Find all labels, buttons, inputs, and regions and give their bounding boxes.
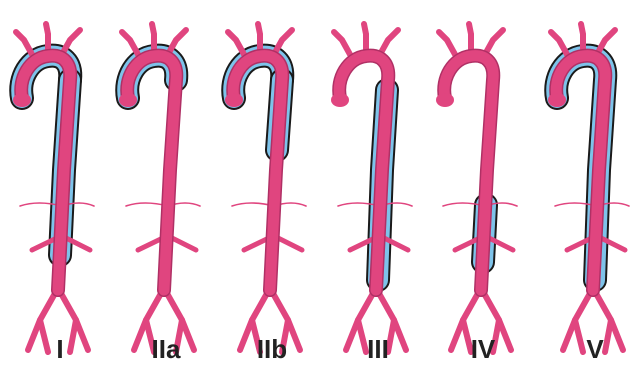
- aorta-panel-type-I: I: [13, 24, 94, 364]
- iliac-vessel: [70, 320, 76, 352]
- aortic-root: [331, 93, 349, 107]
- iliac-vessel: [605, 320, 611, 352]
- iliac-vessel: [575, 320, 583, 352]
- aortic-root: [13, 93, 31, 107]
- aortic-root: [436, 93, 454, 107]
- aortic-root: [119, 93, 137, 107]
- panel-label: III: [367, 334, 389, 364]
- panel-label: I: [56, 334, 63, 364]
- iliac-vessel: [358, 320, 366, 352]
- arch-branch-vessel: [439, 32, 457, 58]
- aorta-panel-type-IIb: IIb: [225, 24, 306, 364]
- iliac-vessel: [388, 320, 394, 352]
- panel-label: IIb: [257, 334, 287, 364]
- aortic-root: [225, 93, 243, 107]
- aorta-panel-type-IV: IV: [436, 24, 517, 364]
- aorta-panel-type-III: III: [331, 24, 412, 364]
- iliac-vessel: [40, 320, 48, 352]
- panel-label: IV: [471, 334, 496, 364]
- aortic-root: [548, 93, 566, 107]
- panel-label: IIa: [152, 334, 181, 364]
- aorta-panel-type-IIa: IIa: [119, 24, 200, 364]
- arch-branch-vessel: [334, 32, 352, 58]
- aorta-panel-type-V: V: [548, 24, 629, 364]
- panel-label: V: [586, 334, 604, 364]
